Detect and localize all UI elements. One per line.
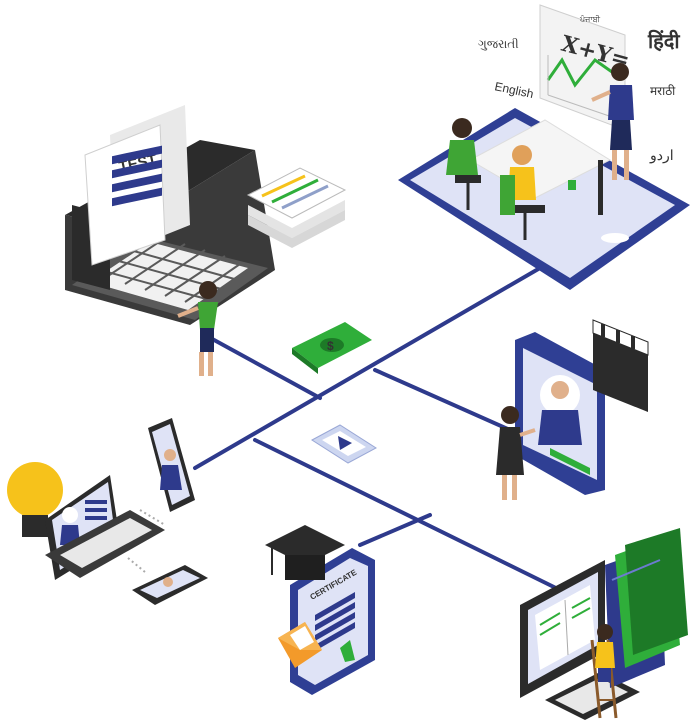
envelope-icon: [278, 622, 322, 668]
language-top: ਪੰਜਾਬੀ: [579, 14, 601, 24]
graduation-cap-icon: [265, 525, 345, 580]
language-gujarati: ગુજરાતી: [478, 37, 519, 51]
small-tablet: [148, 418, 195, 512]
language-marathi: मराठी: [650, 84, 676, 98]
test-laptop: TEST: [65, 105, 275, 325]
small-phone: [132, 565, 208, 605]
books-stack: [605, 528, 688, 688]
lightbulb-icon: [7, 462, 63, 537]
video-phone-icon: [311, 424, 377, 464]
test-lines: [112, 145, 162, 207]
presenter-woman-figure: [496, 406, 536, 500]
network-lines: [193, 266, 562, 592]
classroom-tablet: [398, 108, 690, 290]
svg-text:$: $: [327, 339, 334, 353]
dotted-arrows: [127, 509, 166, 573]
language-urdu: اردو: [649, 147, 674, 164]
language-hindi: हिंदी: [647, 29, 680, 53]
student-green-figure: [177, 281, 218, 376]
small-laptop: [45, 475, 165, 580]
ladder-girl-figure: [590, 624, 618, 719]
teacher-figure: [591, 63, 634, 180]
paper-stack: [246, 167, 347, 248]
video-tablet: [515, 332, 605, 495]
money-icon: $: [292, 322, 372, 374]
certificate-tablet: CERTIFICATE: [290, 548, 375, 695]
language-english: English: [493, 79, 534, 101]
clapperboard-icon: [592, 319, 649, 412]
